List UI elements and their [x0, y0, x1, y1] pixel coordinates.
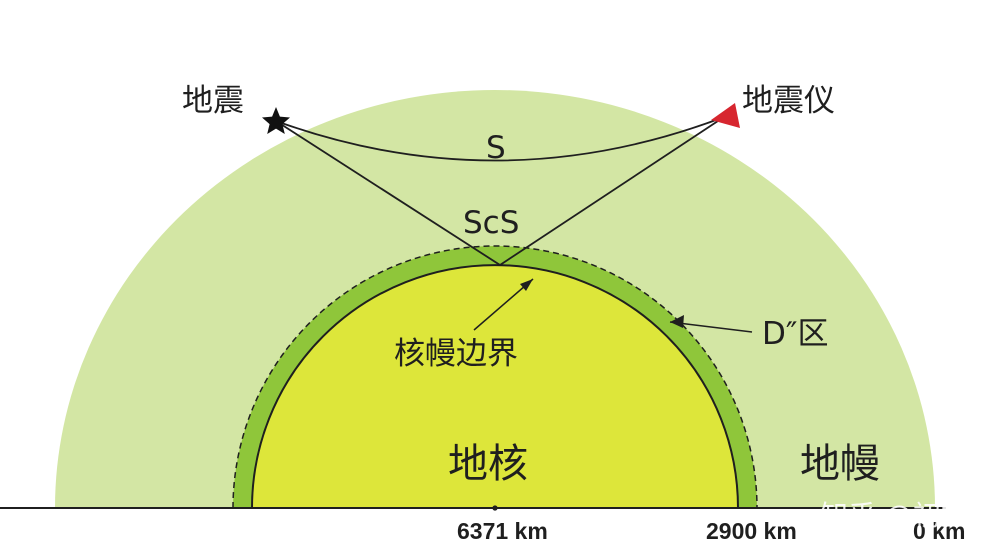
scale-label-center: 6371 km — [457, 518, 548, 544]
mantle-label: 地幔 — [800, 441, 880, 487]
watermark: 知乎 @初振 — [820, 499, 969, 532]
d-double-prime-label: D″区 — [762, 316, 828, 352]
earthquake-label: 地震 — [182, 83, 244, 119]
scs-wave-path — [275, 116, 725, 267]
core-label: 地核 — [448, 441, 528, 487]
s-wave-path — [275, 116, 725, 162]
cmb-arrowhead-icon — [520, 279, 533, 291]
d-double-prime-outer-boundary — [232, 245, 758, 509]
d-double-prime-arrowhead-icon — [670, 315, 684, 328]
earth-center-dot — [492, 505, 498, 511]
scs-wave-label: ScS — [463, 205, 519, 241]
core-mantle-boundary-line — [251, 264, 739, 509]
scale-label-cmb-depth: 2900 km — [706, 518, 797, 544]
d-double-prime-arrow — [669, 321, 753, 333]
earthquake-star-icon — [262, 107, 290, 134]
seismometer-icon — [711, 103, 740, 128]
s-wave-label: S — [486, 130, 506, 166]
core-region — [252, 265, 738, 508]
seismometer-label: 地震仪 — [742, 83, 835, 119]
scale-label-surface: 0 km — [913, 518, 965, 544]
core-mantle-boundary-label: 核幔边界 — [394, 336, 518, 372]
